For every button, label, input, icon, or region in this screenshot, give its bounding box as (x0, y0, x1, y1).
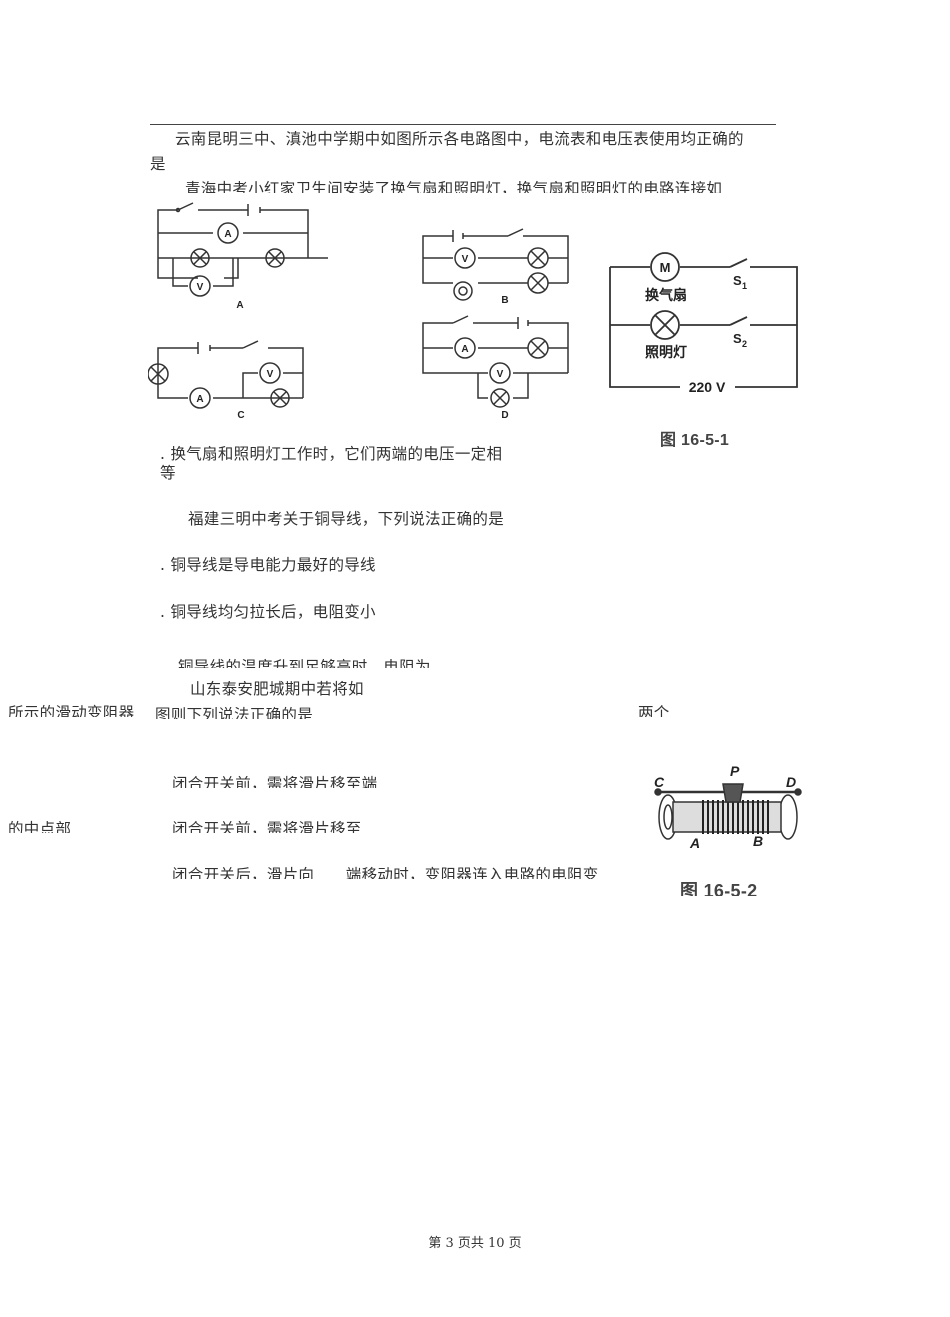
svg-text:2: 2 (742, 339, 747, 349)
question4-option-a-cut: 闭合开关前，需将滑片移至端 (172, 775, 378, 788)
svg-text:A: A (689, 835, 700, 851)
figure-16-5-2-caption: 图 16-5-2 (680, 881, 758, 896)
svg-text:A: A (196, 394, 203, 405)
circuit-c (148, 340, 304, 409)
question4-option-c-cut: 闭合开关后，滑片向 端移动时，变阻器连入电路的电阻变 (172, 866, 599, 879)
header-rule (150, 124, 776, 125)
svg-text:220 V: 220 V (689, 379, 726, 395)
question4-right-cut: 两个 (638, 704, 670, 717)
svg-text:S: S (733, 331, 742, 346)
question4-left2-cut: 的中点部 (8, 820, 72, 833)
svg-text:C: C (237, 410, 244, 421)
svg-text:V: V (462, 254, 469, 265)
question3-option-a: . 铜导线是导电能力最好的导线 (160, 556, 376, 574)
question4-left-cut: 所示的滑动变阻器 (8, 704, 135, 717)
figure-16-5-2: C P D A B (654, 763, 802, 851)
question2-option-line1: . 换气扇和照明灯工作时，它们两端的电压一定相 (160, 445, 503, 463)
svg-text:M: M (660, 260, 671, 275)
question3-option-c-cut: 铜导线的温度升到足够高时，电阻为 (178, 658, 431, 668)
svg-text:A: A (461, 344, 468, 355)
question4-stem: 山东泰安肥城期中若将如 (190, 680, 364, 698)
svg-text:V: V (497, 369, 504, 380)
circuit-d (422, 315, 569, 408)
svg-text:D: D (501, 410, 508, 421)
question1-line1: 云南昆明三中、滇池中学期中如图所示各电路图中，电流表和电压表使用均正确的 (175, 130, 744, 148)
svg-text:照明灯: 照明灯 (645, 344, 687, 360)
question1-line2: 是 (150, 155, 166, 173)
svg-text:V: V (197, 282, 204, 293)
svg-text:S: S (733, 273, 742, 288)
svg-text:D: D (786, 774, 796, 790)
question3-option-b: . 铜导线均匀拉长后，电阻变小 (160, 603, 376, 621)
svg-text:A: A (224, 229, 231, 240)
circuit-b (422, 228, 569, 301)
question2-option-line2: 等 (160, 464, 176, 482)
svg-text:1: 1 (742, 281, 747, 291)
svg-text:换气扇: 换气扇 (645, 287, 687, 303)
question3-stem: 福建三明中考关于铜导线，下列说法正确的是 (188, 510, 505, 528)
circuit-a (157, 202, 328, 297)
question4-stem2-cut: 图则下列说法正确的是 (155, 706, 314, 719)
figure-16-5-1-caption: 图 16-5-1 (660, 432, 730, 449)
svg-text:B: B (753, 833, 763, 849)
svg-text:C: C (654, 774, 665, 790)
svg-text:B: B (501, 295, 508, 306)
question4-option-b-cut: 闭合开关前，需将滑片移至 (172, 820, 362, 833)
circuit-diagrams: A V A V A C V B A V D (148, 202, 569, 421)
svg-text:P: P (730, 763, 740, 779)
question2-stem-cut: 青海中考小红家卫生间安装了换气扇和照明灯，换气扇和照明灯的电路连接如 (185, 180, 723, 193)
svg-text:V: V (267, 369, 274, 380)
svg-text:A: A (236, 300, 243, 311)
figure-16-5-1: M 换气扇 照明灯 S 1 S 2 220 V (609, 252, 798, 396)
page-footer: 第 3 页共 10 页 (428, 1236, 522, 1251)
